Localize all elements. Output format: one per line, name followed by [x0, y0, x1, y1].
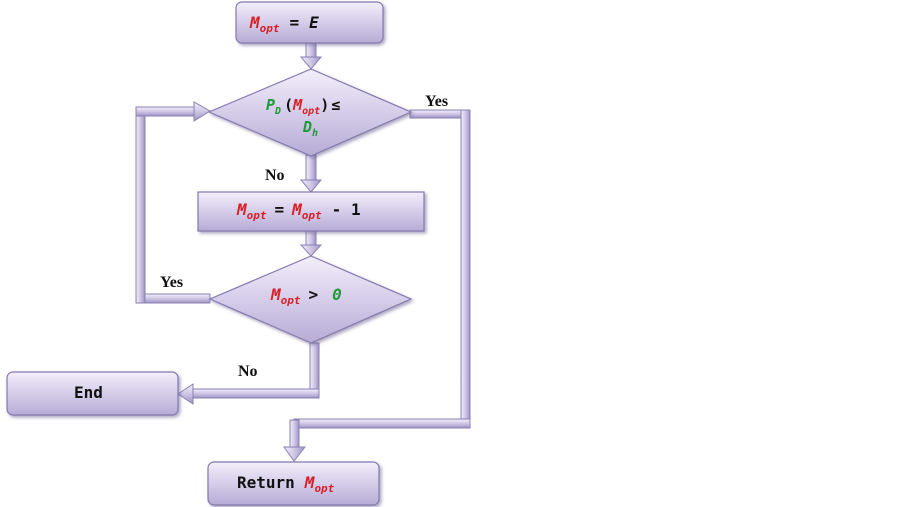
dec-op: = — [275, 200, 285, 219]
connector-cond2-no-h — [189, 388, 320, 399]
init-node — [235, 1, 384, 44]
arrowhead-to-end — [177, 383, 194, 405]
edge-label-cond1-yes: Yes — [425, 93, 448, 110]
dec-tail: - 1 — [332, 200, 361, 219]
edge-label-cond2-yes: Yes — [160, 274, 183, 291]
init-node-text: Mopt = E — [249, 13, 319, 35]
dec-var2: M — [291, 200, 303, 219]
return-var: M — [304, 473, 316, 492]
connector-to-return-v — [289, 419, 300, 449]
edge-label-cond1-no: No — [265, 167, 285, 184]
dec-var2-sub: opt — [302, 209, 322, 222]
arrowhead-to-return — [283, 446, 307, 462]
return-label: Return — [237, 473, 295, 492]
connector-cond1-no — [305, 154, 317, 181]
connector-cond1-yes-v — [460, 109, 471, 429]
cond1-rhs: D — [302, 118, 312, 136]
arrowhead-loop-to-cond1 — [193, 101, 211, 122]
connector-decrement-to-cond2 — [305, 230, 317, 246]
connector-init-to-cond1 — [305, 42, 317, 58]
connector-loop-top — [135, 106, 197, 117]
end-node — [6, 371, 179, 416]
init-value: E — [309, 13, 319, 32]
cond2-var-sub: opt — [281, 294, 301, 307]
connectors — [135, 42, 471, 462]
dec-var: M — [236, 200, 248, 219]
cond1-var: M — [292, 96, 303, 114]
decision-2-text: Mopt >0 — [270, 285, 342, 307]
cond2-rhs: 0 — [332, 285, 342, 304]
decrement-node — [197, 191, 425, 232]
decision-2 — [208, 255, 413, 344]
decrement-node-text: Mopt = Mopt - 1 — [236, 200, 361, 222]
arrowhead-decrement-to-cond2 — [299, 244, 323, 257]
decision-1 — [207, 68, 413, 157]
decision-1-line2: Dh — [302, 118, 318, 139]
init-var-sub: opt — [260, 22, 280, 35]
end-node-text: End — [74, 383, 103, 402]
init-var: M — [249, 13, 261, 32]
arrowhead-cond1-no — [299, 179, 323, 193]
connector-cond2-yes-h — [135, 293, 211, 304]
connector-loop-v — [135, 107, 146, 304]
connector-to-return-h — [293, 418, 471, 429]
cond1-rhs-sub: h — [312, 128, 318, 139]
cond2-rel: > — [309, 285, 319, 304]
decision-1-line1: PD(Mopt)≤ — [266, 96, 340, 117]
cond2-var: M — [270, 285, 282, 304]
return-node-text: Return Mopt — [237, 473, 335, 495]
cond1-rel: ≤ — [331, 96, 340, 114]
return-var-sub: opt — [314, 482, 334, 495]
cond1-var-sub: opt — [302, 106, 320, 117]
cond1-fn-sub: D — [274, 106, 281, 117]
init-op: = — [290, 13, 300, 32]
cond1-fn: P — [266, 96, 275, 114]
arrowhead-init-to-cond1 — [299, 56, 323, 70]
return-node — [207, 461, 380, 506]
edge-label-cond2-no: No — [238, 363, 258, 380]
dec-var-sub: opt — [247, 209, 267, 222]
